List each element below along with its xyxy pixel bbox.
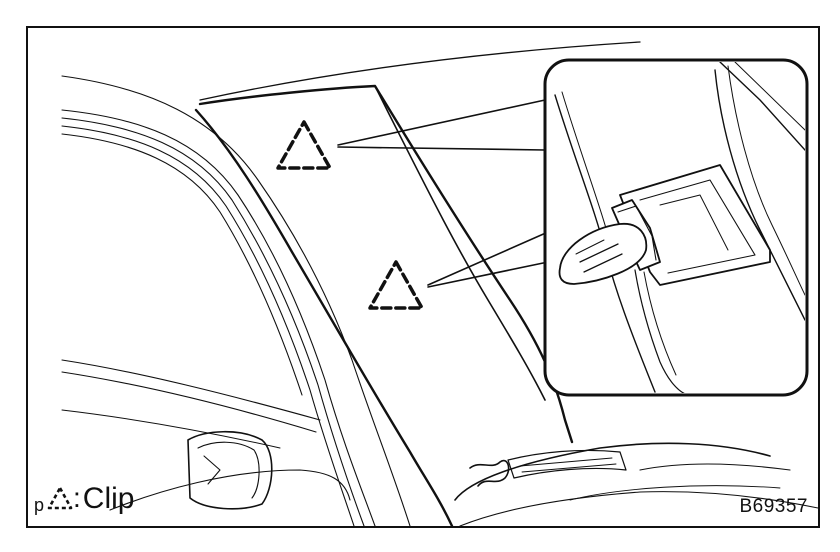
clip-head-rim [617,205,657,261]
door-belt-line-2 [61,371,317,433]
windshield-glass-lines [61,75,411,526]
detail-body-edge-2 [734,62,805,131]
dashboard-top-edge [454,442,771,501]
detail-body-edge [719,62,805,151]
door-belt-line-3 [61,409,281,449]
legend-separator: : [73,482,81,513]
callout-leader-lines [337,99,549,288]
legend-prefix: p [34,495,45,515]
dashboard-panel-line-2 [569,485,781,501]
detail-pillar-line [714,69,805,321]
clip-pin-slot [579,243,623,273]
clip-marker-upper [276,120,332,170]
detail-sheet-line [634,269,689,393]
dashboard-vent [507,449,627,479]
clip-bracket-inner [639,179,756,274]
roof-headliner-line [199,41,641,101]
figure-legend: p : Clip [34,478,134,518]
clip-pin [558,223,648,285]
clip-marker-lower [368,260,424,310]
clip-detail-view [554,62,805,393]
dashboard-lower-edge [459,491,818,526]
side-mirror-housing [187,430,273,510]
detail-sheet-line-2 [643,271,677,376]
a-pillar-trim-inner-edge [194,108,454,526]
clip-pin-slot-2 [575,239,605,255]
door-lower-curve [109,469,351,511]
dashboard-vent-slats [519,457,617,473]
side-mirror-inner [197,441,260,499]
figure-code: B69357 [739,496,808,517]
detail-pillar-line-2 [727,65,805,296]
dashboard-panel-line [639,463,791,471]
a-pillar-trim-outline [198,84,574,444]
dashed-triangle-icon [47,486,73,510]
clip-bracket-rib [659,194,729,251]
a-pillar-trim-crease [374,85,546,401]
legend-label: Clip [82,482,135,515]
wire-harness [469,459,510,487]
door-belt-line [61,359,321,421]
